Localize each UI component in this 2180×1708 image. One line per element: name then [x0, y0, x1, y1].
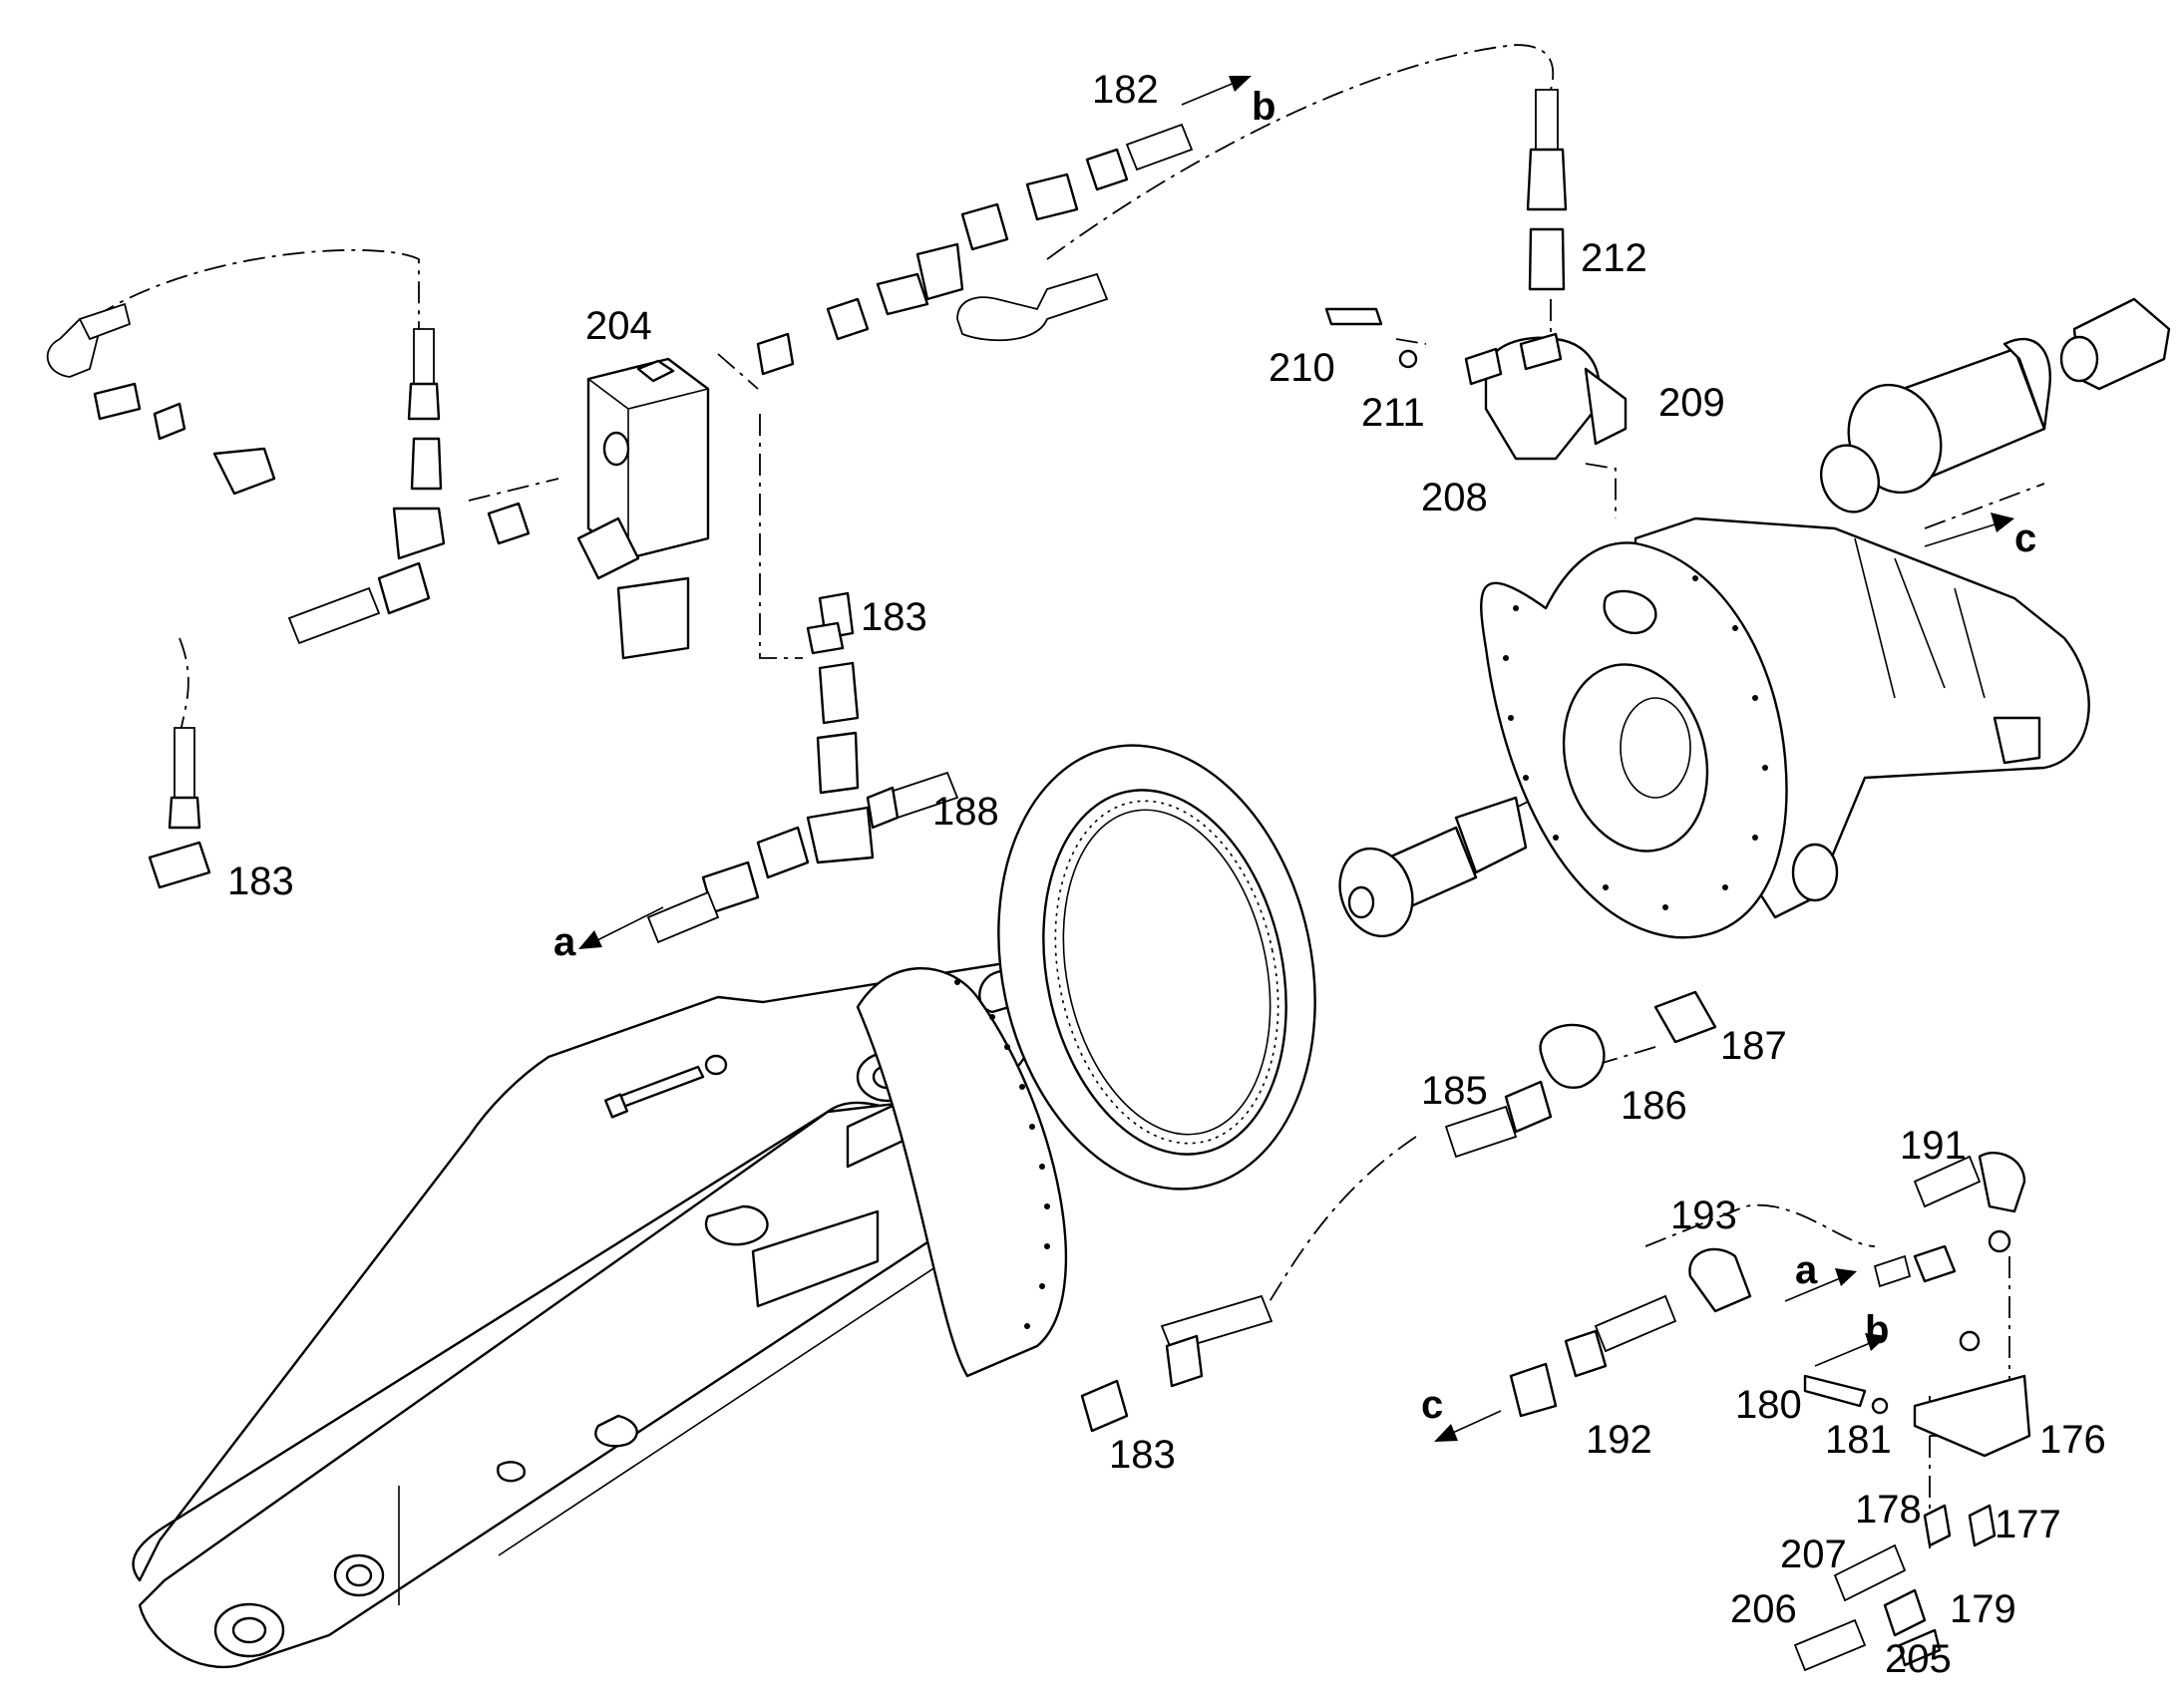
label-211: 211 [1361, 391, 1425, 435]
label-205: 205 [1885, 1637, 1952, 1681]
housing-bolt-holes [1503, 575, 1768, 910]
label-192: 192 [1586, 1418, 1652, 1462]
label-188: 188 [932, 790, 999, 834]
swing-motor [1338, 796, 1528, 938]
label-207: 207 [1780, 1533, 1847, 1576]
valve-block [576, 357, 710, 660]
label-b-top: b [1252, 85, 1275, 129]
label-187: 187 [1720, 1024, 1787, 1068]
label-b-right: b [1865, 1308, 1889, 1352]
flow-arrows [578, 76, 2014, 1442]
label-c-left: c [1421, 1383, 1443, 1427]
label-208: 208 [1421, 476, 1488, 519]
label-181: 181 [1825, 1418, 1892, 1462]
label-191: 191 [1900, 1124, 1967, 1168]
label-a-left: a [553, 920, 576, 964]
label-193: 193 [1670, 1194, 1737, 1237]
label-209: 209 [1658, 381, 1725, 425]
label-206: 206 [1730, 1587, 1797, 1631]
gearbox-housing [1480, 516, 2090, 939]
label-183-b: 183 [227, 859, 294, 903]
slewing-ring [997, 744, 1316, 1191]
label-c-top: c [2014, 516, 2036, 560]
label-210: 210 [1269, 346, 1335, 390]
hose-fittings [46, 89, 2031, 1672]
label-179: 179 [1950, 1587, 2016, 1631]
label-183-a: 183 [861, 595, 927, 639]
label-186: 186 [1621, 1084, 1687, 1128]
drive-motor [1820, 297, 2171, 513]
label-178: 178 [1855, 1488, 1922, 1532]
label-183-c: 183 [1109, 1433, 1176, 1477]
label-185: 185 [1421, 1069, 1488, 1113]
label-204: 204 [585, 304, 652, 348]
label-180: 180 [1735, 1383, 1802, 1427]
label-a-right: a [1795, 1248, 1818, 1292]
label-176: 176 [2039, 1418, 2106, 1462]
label-212: 212 [1581, 236, 1647, 280]
sensor-unit [1464, 332, 1628, 461]
label-182: 182 [1092, 68, 1159, 112]
label-177: 177 [1995, 1503, 2061, 1546]
flange-bolt-holes [954, 979, 1050, 1329]
part-labels: 182 b 212 204 210 211 209 208 c 183 183 … [227, 68, 2106, 1681]
boom-arm [132, 945, 1079, 1669]
